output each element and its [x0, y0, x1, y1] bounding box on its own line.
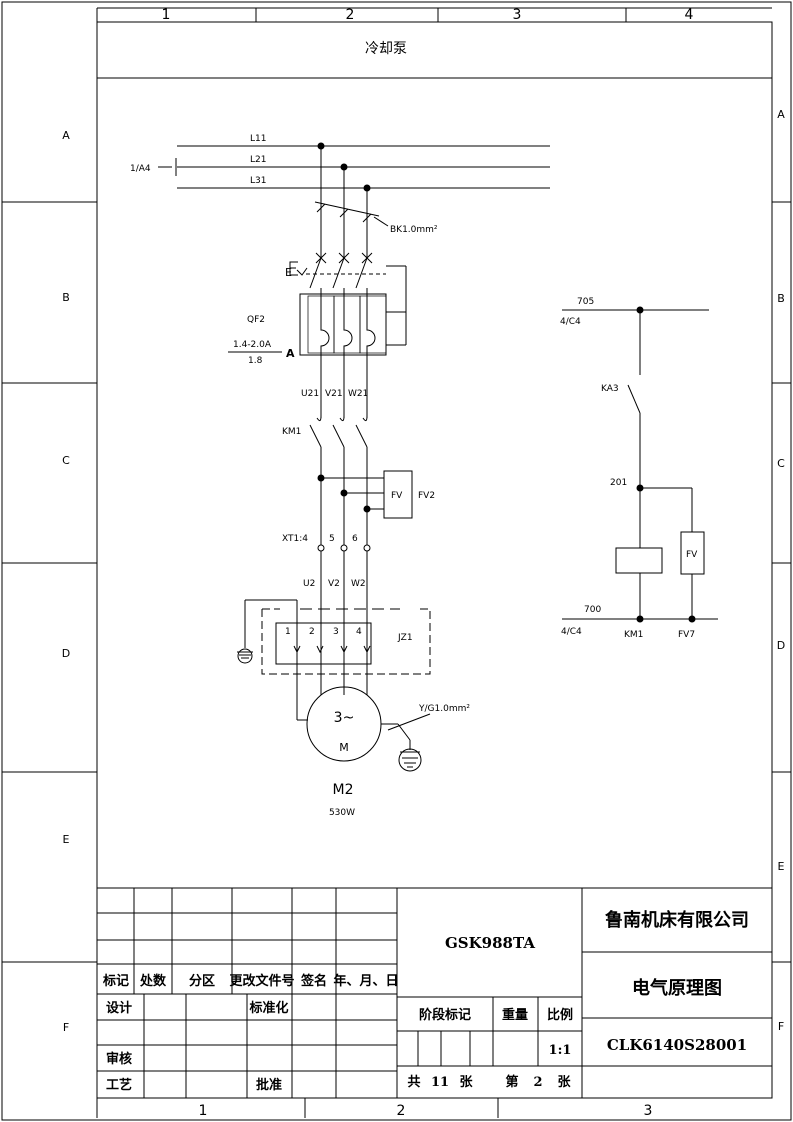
- label-u21: U21: [301, 389, 319, 399]
- label-company: 鲁南机床有限公司: [605, 909, 749, 931]
- label-motor-letter: M: [339, 741, 349, 754]
- col-top-4: 4: [685, 7, 694, 23]
- label-qf2: QF2: [247, 315, 265, 325]
- label-u2: U2: [303, 579, 315, 589]
- col-bottom-2: 2: [397, 1103, 406, 1119]
- label-sheets-pre: 共: [407, 1074, 420, 1090]
- inner-frame: [96, 21, 773, 1099]
- label-sheet-no: 2: [533, 1075, 542, 1090]
- label-v21: V21: [325, 389, 343, 399]
- label-m2: M2: [333, 782, 354, 798]
- row-left-b: B: [62, 291, 70, 304]
- label-terminal-5: 5: [329, 534, 335, 544]
- row-right-e: E: [778, 860, 785, 873]
- label-coil-km1: KM1: [624, 630, 643, 640]
- row-left-a: A: [62, 129, 70, 142]
- label-sheet-unit: 张: [557, 1075, 571, 1090]
- label-source-ref: 1/A4: [130, 164, 151, 174]
- label-terminal-6: 6: [352, 534, 358, 544]
- label-sheets-total: 11: [431, 1075, 449, 1090]
- label-design: 设计: [106, 1000, 132, 1016]
- label-breaker-range: 1.4-2.0A: [233, 340, 272, 350]
- page-title: 冷却泵: [365, 41, 407, 57]
- label-pin-3: 3: [333, 627, 339, 637]
- label-pin-2: 2: [309, 627, 315, 637]
- label-ground-cable: Y/G1.0mm²: [418, 704, 470, 714]
- col-bottom-3: 3: [644, 1103, 653, 1119]
- fv2-box: [383, 470, 413, 519]
- label-l21: L21: [250, 155, 266, 165]
- label-ref-top: 4/C4: [560, 317, 581, 327]
- label-breaker-symbol: E: [285, 266, 292, 279]
- label-sheets-unit: 张: [459, 1075, 473, 1090]
- label-ka3: KA3: [601, 384, 619, 394]
- col-top-3: 3: [513, 7, 522, 23]
- label-fv7: FV7: [678, 630, 695, 640]
- label-review: 审核: [106, 1051, 132, 1067]
- label-drawing-no: CLK6140S28001: [607, 1036, 747, 1054]
- col-top-1: 1: [162, 7, 171, 23]
- hdr-mark: 标记: [102, 973, 129, 989]
- col-top-2: 2: [346, 7, 355, 23]
- row-left-e: E: [63, 833, 70, 846]
- label-km1: KM1: [282, 427, 301, 437]
- label-xt14: XT1:4: [282, 534, 308, 544]
- label-w2: W2: [351, 579, 366, 589]
- label-v2: V2: [328, 579, 340, 589]
- hdr-count: 处数: [139, 973, 167, 989]
- label-breaker-setting: 1.8: [248, 356, 263, 366]
- label-wire-700: 700: [584, 605, 601, 615]
- hdr-date: 年、月、日: [333, 973, 398, 989]
- row-left-c: C: [62, 454, 70, 467]
- label-scale: 1:1: [549, 1043, 572, 1058]
- label-w21: W21: [348, 389, 368, 399]
- label-node-201: 201: [610, 478, 627, 488]
- km1-coil: [615, 547, 663, 574]
- label-approve: 批准: [256, 1077, 282, 1093]
- label-process: 工艺: [106, 1077, 132, 1093]
- label-scale-title: 比例: [547, 1007, 573, 1023]
- label-standard: 标准化: [248, 1000, 288, 1016]
- label-jz1: JZ1: [397, 633, 413, 643]
- label-fv-box: FV: [391, 491, 403, 501]
- label-fv7-box: FV: [686, 550, 698, 560]
- label-l11: L11: [250, 134, 266, 144]
- label-model: GSK988TA: [445, 934, 535, 952]
- row-left-f: F: [63, 1021, 69, 1034]
- label-cable: BK1.0mm²: [390, 225, 438, 235]
- label-sheet-pre: 第: [505, 1074, 518, 1090]
- row-right-d: D: [777, 639, 785, 652]
- hdr-sign: 签名: [300, 973, 327, 989]
- label-drawing-title: 电气原理图: [632, 977, 722, 999]
- hdr-zone: 分区: [189, 973, 215, 989]
- label-weight: 重量: [502, 1007, 528, 1023]
- label-wire-705: 705: [577, 297, 594, 307]
- label-ref-bottom: 4/C4: [561, 627, 582, 637]
- label-breaker-mark: A: [286, 347, 295, 360]
- label-fv2: FV2: [418, 491, 435, 501]
- label-pin-4: 4: [356, 627, 362, 637]
- label-stage: 阶段标记: [419, 1007, 471, 1023]
- row-right-f: F: [778, 1020, 784, 1033]
- label-motor-symbol: 3~: [334, 710, 355, 726]
- label-motor-power: 530W: [329, 808, 355, 818]
- hdr-doc: 更改文件号: [229, 973, 294, 989]
- row-right-a: A: [777, 108, 785, 121]
- col-bottom-1: 1: [199, 1103, 208, 1119]
- label-l31: L31: [250, 176, 266, 186]
- row-left-d: D: [62, 647, 70, 660]
- label-pin-1: 1: [285, 627, 291, 637]
- row-right-b: B: [777, 292, 785, 305]
- row-right-c: C: [777, 457, 785, 470]
